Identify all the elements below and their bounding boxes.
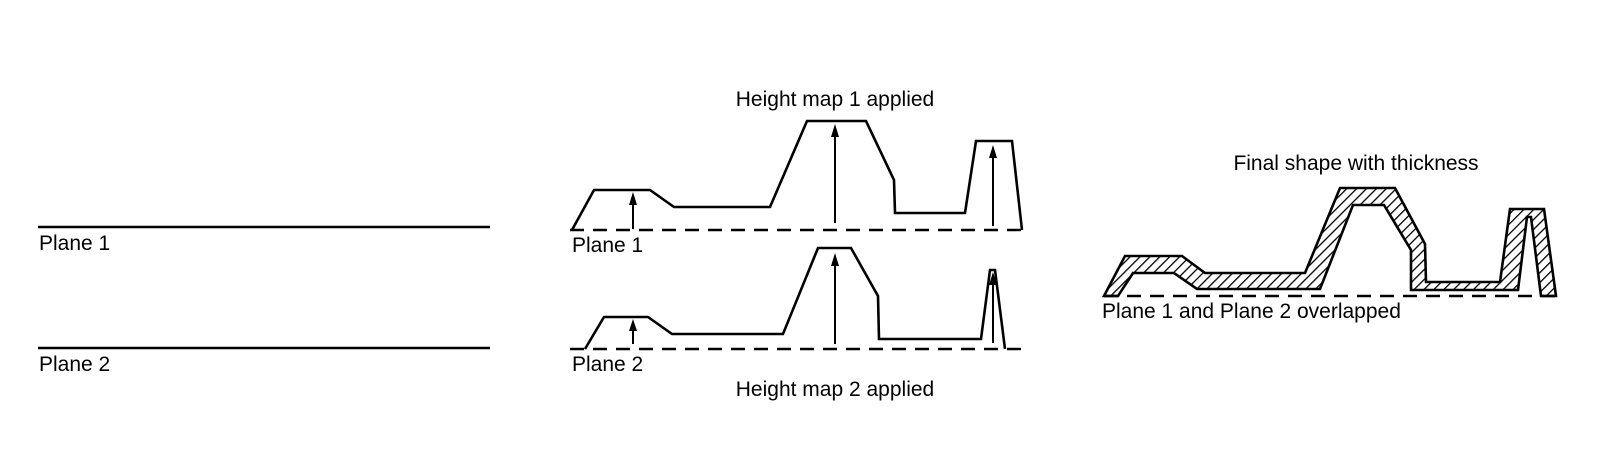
height-map-2-profile — [583, 246, 1007, 350]
height-map-2-arrows — [629, 253, 997, 344]
arrowhead — [831, 253, 839, 266]
flat-planes-group: Plane 1 Plane 2 — [38, 225, 490, 376]
height-maps-group: Height map 1 applied Plane 1 Plane 2 Hei… — [570, 88, 1024, 401]
arrowhead — [629, 319, 637, 331]
plane2-mapped-label: Plane 2 — [572, 353, 643, 376]
plane1-mapped-label: Plane 1 — [572, 234, 643, 257]
arrowhead — [629, 192, 637, 205]
plane1-label: Plane 1 — [39, 232, 110, 255]
final-shape-thickness — [1101, 186, 1558, 298]
height-map-1-profile — [570, 119, 1024, 231]
plane2-label: Plane 2 — [39, 353, 110, 376]
height-map-1-arrows — [629, 124, 997, 229]
height-map-2-title: Height map 2 applied — [736, 378, 934, 401]
overlapped-label: Plane 1 and Plane 2 overlapped — [1102, 300, 1401, 323]
arrowhead — [989, 272, 997, 285]
arrowhead — [831, 124, 839, 137]
arrowhead — [989, 145, 997, 158]
final-shape-group: Final shape with thickness Plane 1 and P… — [1101, 152, 1558, 323]
height-map-1-title: Height map 1 applied — [736, 88, 934, 111]
final-shape-title: Final shape with thickness — [1233, 152, 1478, 175]
